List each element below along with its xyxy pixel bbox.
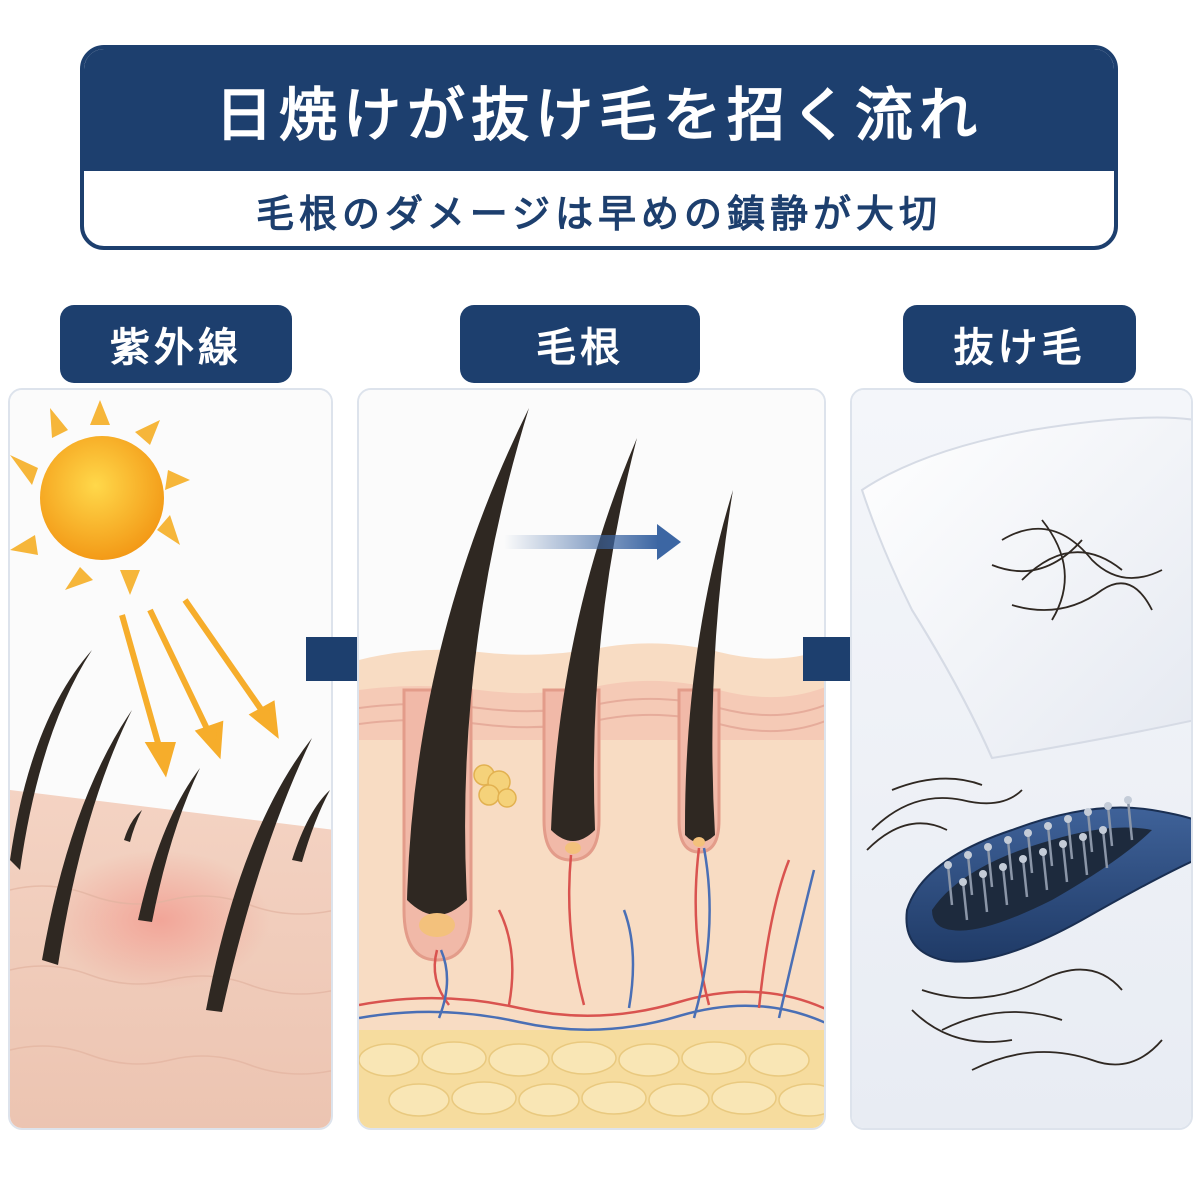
hairbrush-icon bbox=[905, 796, 1191, 963]
follicle-panel bbox=[357, 388, 826, 1130]
loose-hairs-brush bbox=[866, 777, 1163, 1071]
scalp-hairs bbox=[10, 650, 330, 1012]
step-label-hair-loss: 抜け毛 bbox=[903, 305, 1136, 383]
title-band: 日焼けが抜け毛を招く流れ bbox=[84, 49, 1114, 171]
hair-loss-scene bbox=[852, 390, 1191, 1128]
title-panel: 日焼けが抜け毛を招く流れ 毛根のダメージは早めの鎮静が大切 bbox=[80, 45, 1118, 250]
uv-scene bbox=[10, 390, 331, 1128]
page-subtitle: 毛根のダメージは早めの鎮静が大切 bbox=[255, 192, 943, 236]
hair-follicle-icon bbox=[359, 390, 824, 1128]
pillow-icon bbox=[860, 416, 1191, 760]
progression-arrow bbox=[504, 524, 681, 560]
uv-panel bbox=[8, 388, 333, 1130]
uv-rays bbox=[119, 598, 279, 778]
page-title: 日焼けが抜け毛を招く流れ bbox=[214, 81, 983, 149]
step-label-uv: 紫外線 bbox=[60, 305, 292, 383]
loose-hairs-pillow bbox=[991, 519, 1163, 621]
hair-loss-panel bbox=[850, 388, 1193, 1130]
step-label-hair-root: 毛根 bbox=[460, 305, 700, 383]
sun-icon bbox=[10, 400, 190, 595]
